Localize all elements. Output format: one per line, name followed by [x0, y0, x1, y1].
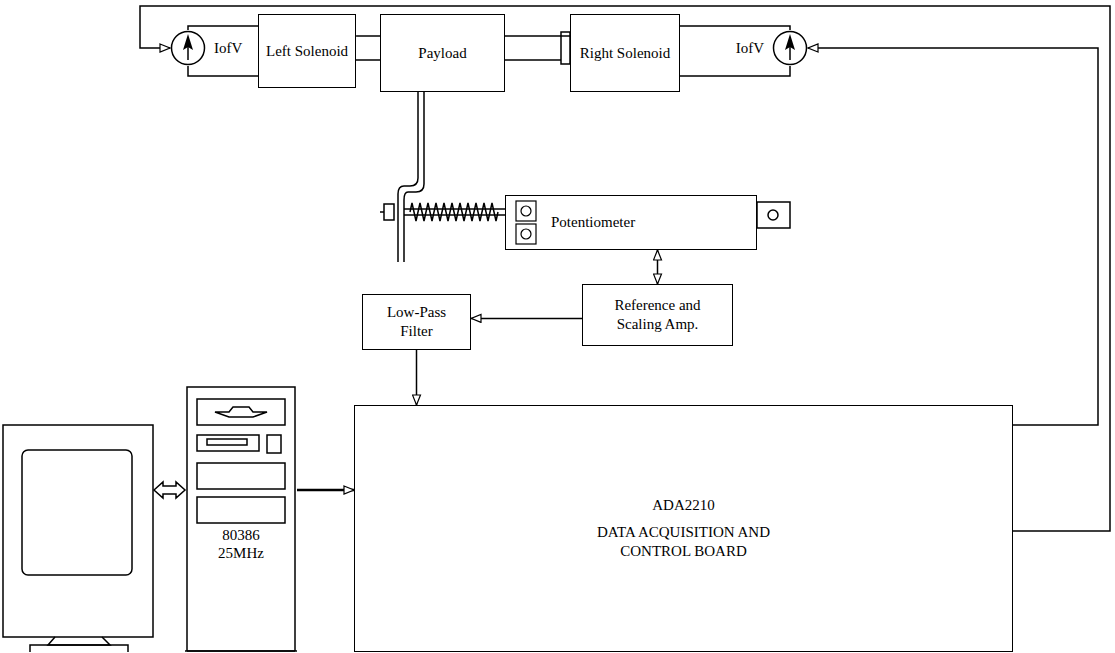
source-label: IofV	[214, 39, 242, 58]
connector	[808, 48, 1098, 425]
current-source: IofV	[170, 30, 206, 66]
flange	[561, 32, 570, 64]
wire	[680, 66, 790, 76]
connector	[356, 35, 380, 37]
node-label: Left Solenoid	[266, 42, 348, 61]
tower-drawing	[185, 385, 297, 653]
filter-box: Low-Pass Filter	[362, 294, 471, 350]
monitor	[3, 425, 153, 637]
current-source: IofV	[772, 30, 808, 66]
connector	[505, 35, 570, 37]
monitor-stand	[48, 637, 110, 645]
node-label: 80386 25MHz	[211, 526, 271, 564]
source-label: IofV	[736, 39, 764, 58]
spring	[410, 203, 498, 221]
source-symbol	[170, 30, 206, 66]
connector	[188, 26, 258, 30]
potentiometer: Potentiometer	[505, 195, 757, 250]
node-label: DATA ACQUISITION AND CONTROL BOARD	[589, 523, 779, 561]
node-label: Potentiometer	[551, 213, 635, 232]
solenoid: Right Solenoid	[570, 14, 680, 92]
connector	[416, 350, 418, 406]
monitor-screen	[22, 450, 132, 575]
payload-box: Payload	[380, 14, 505, 92]
solenoid: Left Solenoid	[258, 14, 356, 88]
node-label: Payload	[418, 44, 466, 63]
wire	[188, 66, 258, 76]
connector	[297, 489, 354, 492]
connector	[471, 318, 582, 320]
node-label: Low-Pass Filter	[377, 303, 457, 341]
connector	[680, 26, 790, 30]
nut	[384, 204, 394, 220]
mount-hole	[768, 210, 778, 220]
connector	[657, 250, 659, 284]
amplifier-box: Reference and Scaling Amp.	[582, 284, 733, 346]
control-board: ADA2210DATA ACQUISITION AND CONTROL BOAR…	[354, 405, 1013, 652]
rod	[380, 211, 384, 213]
mount-tab	[757, 202, 790, 228]
bracket	[398, 92, 418, 262]
node-label: ADA2210	[652, 496, 715, 515]
bus-arrow	[154, 482, 185, 498]
computer-tower: 80386 25MHz	[185, 385, 297, 653]
bracket	[404, 92, 424, 262]
node-label: Reference and Scaling Amp.	[603, 296, 713, 334]
source-symbol	[772, 30, 808, 66]
node-label: Right Solenoid	[580, 44, 670, 63]
plunger-rod	[505, 59, 561, 61]
monitor-base	[30, 645, 128, 652]
plunger-rod	[354, 59, 380, 61]
